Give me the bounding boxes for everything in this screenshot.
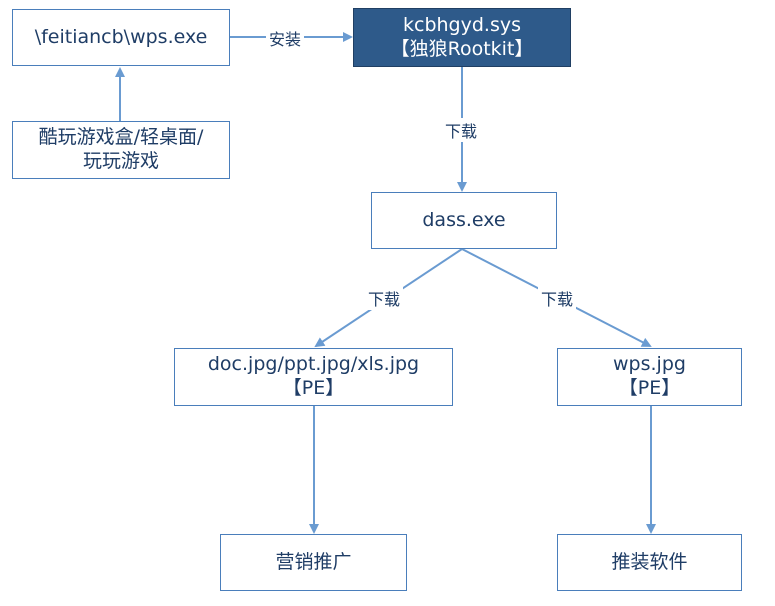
node-doc-jpg-name: doc.jpg/ppt.jpg/xls.jpg <box>207 353 420 376</box>
node-kcbhgyd-sys: kcbhgyd.sys 【独狼Rootkit】 <box>353 8 571 67</box>
node-wps-jpg-name: wps.jpg <box>613 353 686 376</box>
node-kcbhgyd-sys-name: kcbhgyd.sys <box>403 13 521 36</box>
node-doc-jpg: doc.jpg/ppt.jpg/xls.jpg 【PE】 <box>174 348 453 406</box>
node-dass-exe-label: dass.exe <box>422 208 506 231</box>
edge-label-download-doc: 下载 <box>365 286 404 310</box>
node-dass-exe: dass.exe <box>371 192 557 249</box>
edge-label-download-dass: 下载 <box>442 118 481 142</box>
node-doc-jpg-tag: 【PE】 <box>282 377 345 399</box>
node-promote-software: 推装软件 <box>557 534 742 591</box>
node-wps-exe-label: \feitiancb\wps.exe <box>34 25 208 48</box>
node-kcbhgyd-sys-tag: 【独狼Rootkit】 <box>390 37 534 60</box>
edge-label-install: 安装 <box>266 26 305 50</box>
node-marketing-label: 营销推广 <box>275 550 352 573</box>
node-source-apps-line2: 玩玩游戏 <box>82 150 159 172</box>
node-wps-jpg: wps.jpg 【PE】 <box>557 348 742 406</box>
node-source-apps-line1: 酷玩游戏盒/轻桌面/ <box>38 126 204 149</box>
node-wps-exe: \feitiancb\wps.exe <box>12 9 230 66</box>
edge-label-download-wpsjpg: 下载 <box>538 286 577 310</box>
node-promote-software-label: 推装软件 <box>611 550 688 573</box>
node-source-apps: 酷玩游戏盒/轻桌面/ 玩玩游戏 <box>12 121 230 179</box>
node-wps-jpg-tag: 【PE】 <box>618 377 681 399</box>
node-marketing: 营销推广 <box>220 534 407 591</box>
